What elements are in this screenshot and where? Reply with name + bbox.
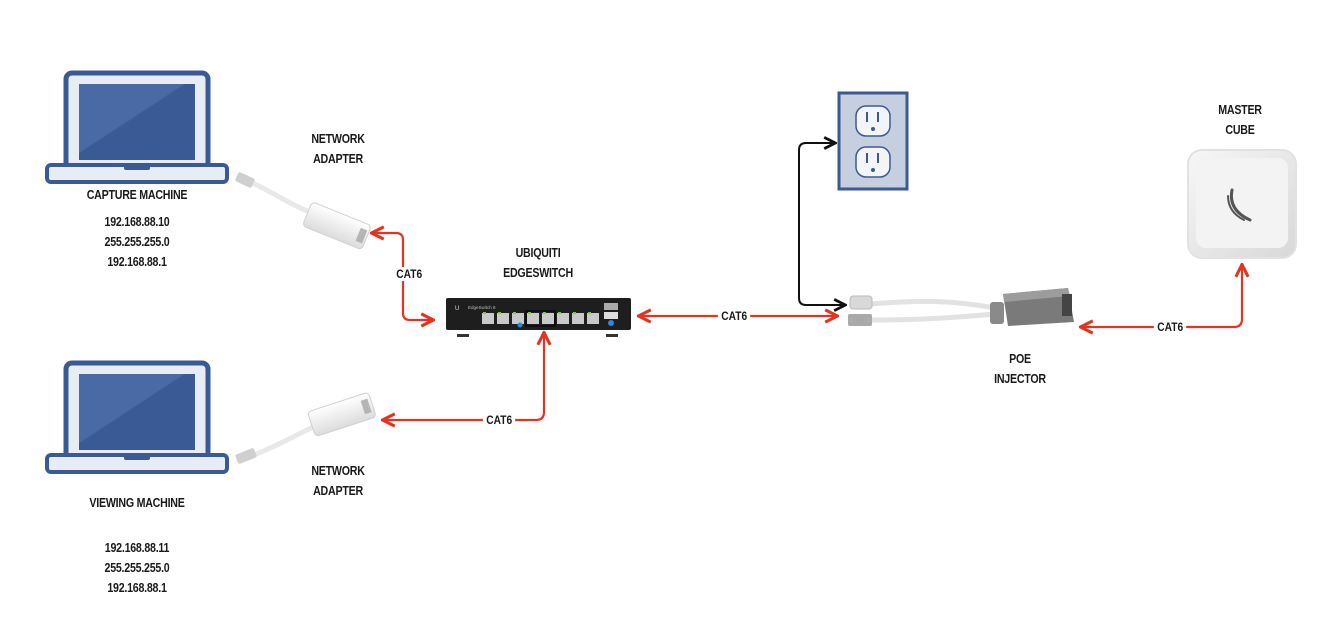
capture-machine-subnet: 255.255.255.0 (104, 234, 170, 249)
svg-text:EdgeSwitch 8: EdgeSwitch 8 (468, 305, 496, 310)
master-cube-icon (1187, 149, 1297, 259)
viewing-machine-ip: 192.168.88.11 (104, 540, 170, 555)
cable-label-top-adapter: CAT6 (392, 267, 426, 281)
capture-machine-label: CAPTURE MACHINE (86, 187, 188, 202)
cable-label-switch-poe: CAT6 (717, 309, 751, 323)
viewing-machine-label: VIEWING MACHINE (89, 495, 185, 510)
cable-switch-to-bottom-adapter (384, 334, 544, 420)
ubiquiti-edgeswitch-icon: U EdgeSwitch 8 (446, 298, 631, 337)
capture-machine-laptop-icon (45, 70, 229, 184)
svg-text:U: U (455, 306, 459, 312)
capture-machine-gateway: 192.168.88.1 (107, 254, 167, 269)
switch-label-line2: EDGESWITCH (503, 265, 573, 280)
power-outlet-icon (837, 91, 909, 191)
viewing-machine-gateway: 192.168.88.1 (107, 580, 167, 595)
cable-label-poe-cube: CAT6 (1153, 320, 1187, 334)
viewing-machine-subnet: 255.255.255.0 (104, 560, 170, 575)
network-adapter-bottom-icon (235, 392, 376, 464)
network-adapter-top-label-line2: ADAPTER (313, 151, 363, 166)
cable-poe-to-cube (1082, 266, 1242, 327)
viewing-machine-laptop-icon (45, 360, 229, 474)
network-adapter-bottom-label-line2: ADAPTER (313, 483, 363, 498)
poe-injector-icon (848, 288, 1074, 326)
cable-label-bottom-adapter: CAT6 (482, 413, 516, 427)
network-adapter-top-icon (235, 172, 371, 250)
capture-machine-ip: 192.168.88.10 (104, 214, 170, 229)
master-cube-label-line1: MASTER (1218, 102, 1262, 117)
poe-injector-label-line2: INJECTOR (994, 371, 1046, 386)
switch-label-line1: UBIQUITI (515, 245, 561, 260)
poe-injector-label-line1: POE (1009, 351, 1031, 366)
switch-ports (482, 303, 618, 328)
network-adapter-top-label-line1: NETWORK (311, 131, 365, 146)
cable-power-to-outlet (798, 143, 844, 305)
master-cube-label-line2: CUBE (1225, 122, 1255, 137)
network-adapter-bottom-label-line1: NETWORK (311, 463, 365, 478)
